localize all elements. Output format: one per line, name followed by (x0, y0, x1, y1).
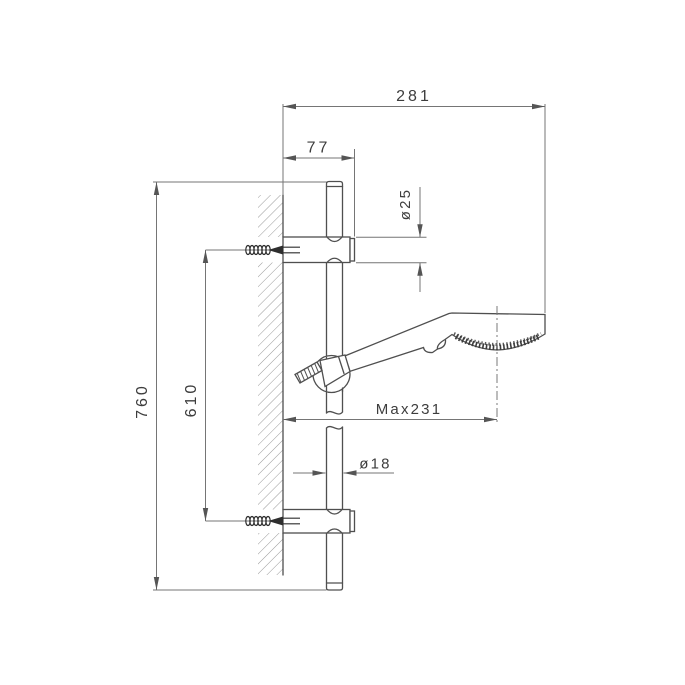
dim-max231-label: Max231 (376, 401, 443, 418)
hand-shower (342, 312, 546, 373)
dim-dia18: ø18 (293, 456, 394, 476)
dim-77: 77 (283, 140, 355, 237)
slider-clamp-block (319, 354, 351, 388)
rail-top-cap (325, 180, 344, 238)
top-wall-anchor-screw (245, 244, 300, 256)
dim-281: 281 (282, 88, 546, 313)
bottom-bracket (282, 508, 356, 535)
rail-break (325, 410, 344, 430)
pause-lever (436, 339, 447, 350)
dim-281-label: 281 (396, 88, 432, 105)
dim-max231: Max231 (283, 401, 497, 423)
dim-760-label: 760 (134, 383, 151, 419)
dim-760: 760 (134, 181, 327, 591)
slider-holder (294, 354, 351, 394)
dim-77-label: 77 (307, 140, 331, 157)
dim-610-label: 610 (183, 382, 200, 418)
rail-bottom-cap (325, 532, 344, 591)
dim-dia18-label: ø18 (359, 456, 391, 473)
bottom-wall-anchor-screw (245, 515, 300, 527)
wall-hatch (258, 195, 283, 575)
slider-knob (294, 361, 323, 384)
top-bracket (282, 235, 356, 264)
dim-dia25-label: ø25 (397, 188, 414, 220)
hand-shower-body (342, 312, 546, 373)
dim-dia25: ø25 (356, 187, 427, 292)
